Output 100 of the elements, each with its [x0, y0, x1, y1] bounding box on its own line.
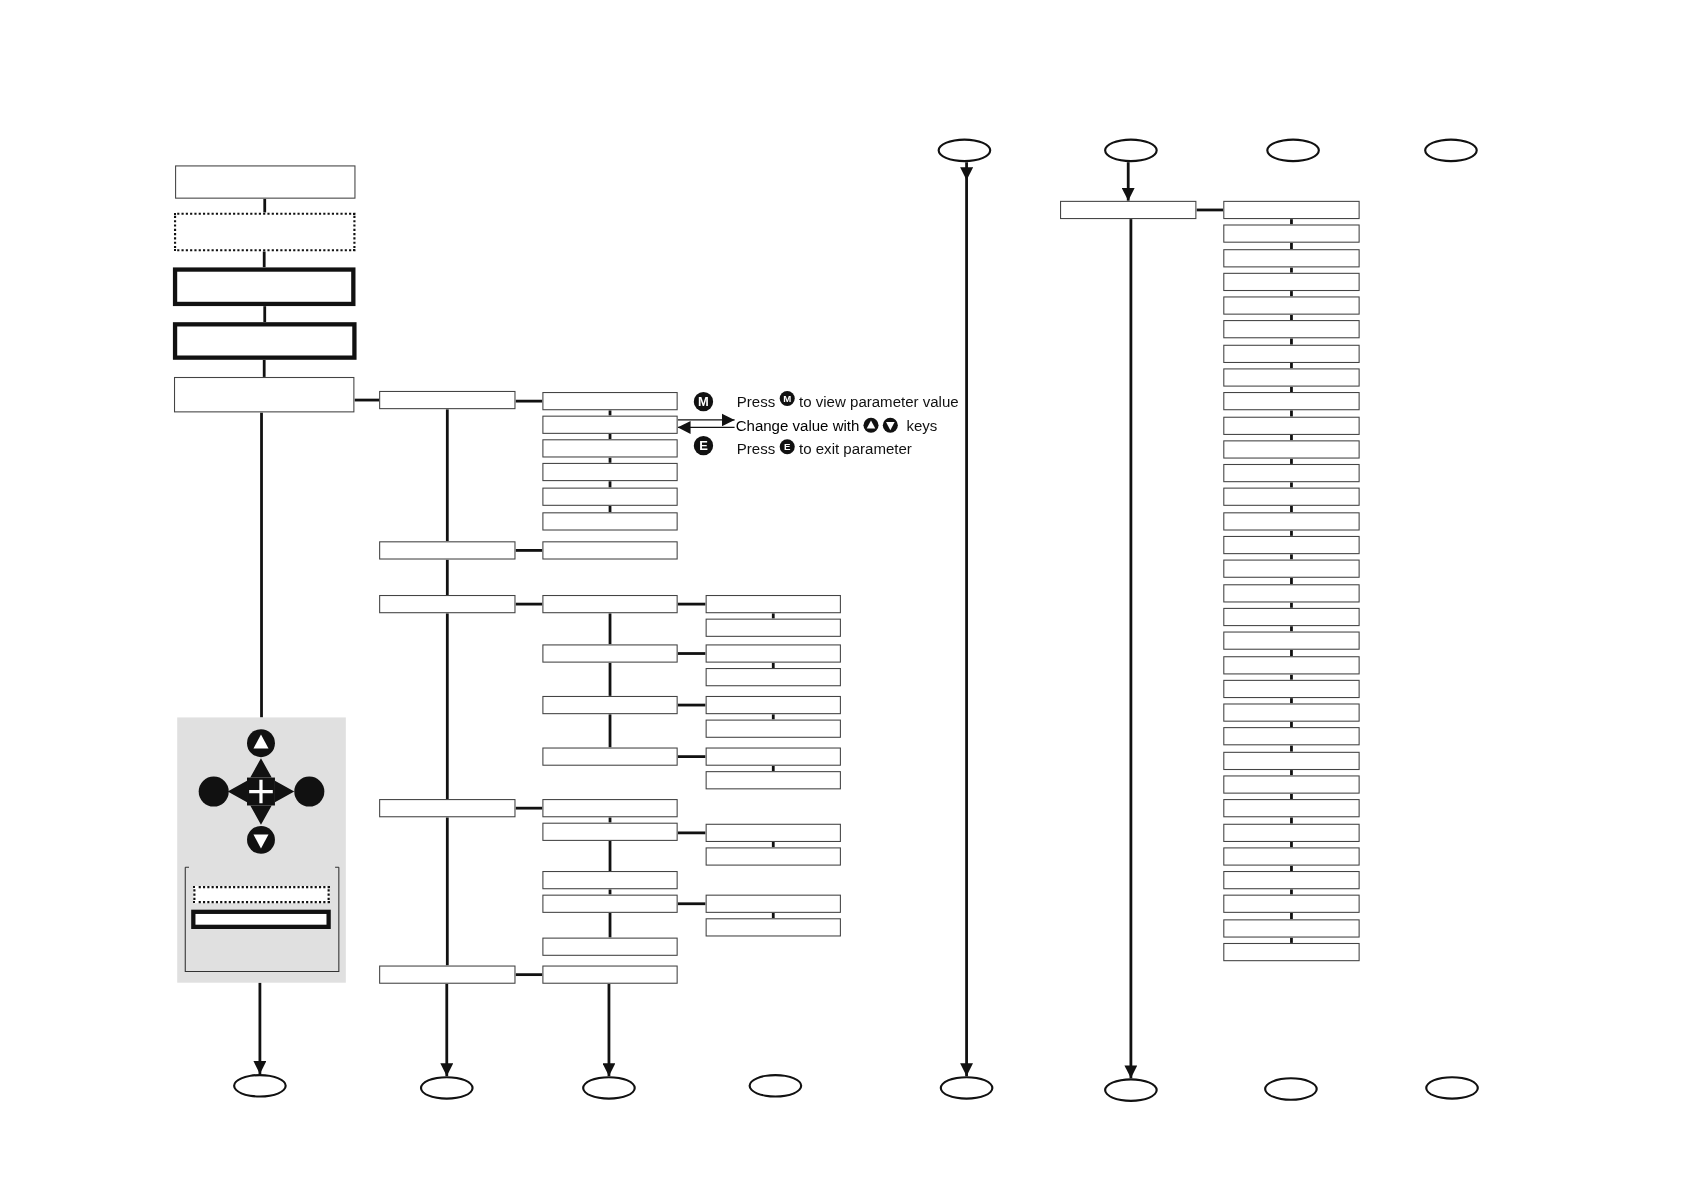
connector-line: [1290, 386, 1293, 392]
menu-box: [1223, 559, 1360, 578]
menu-box: [1223, 368, 1360, 387]
key-symbol: E: [693, 436, 714, 456]
menu-box: [542, 415, 678, 434]
connector-line: [263, 306, 267, 323]
menu-box: [1223, 200, 1360, 220]
menu-box: [705, 595, 841, 614]
connector-line: [677, 602, 706, 606]
menu-box: [193, 886, 330, 904]
menu-box: [1223, 584, 1360, 603]
connector-line: [602, 983, 616, 1077]
instruction-text: Change value with: [735, 416, 860, 434]
menu-box: [705, 618, 841, 637]
connector-line: [1121, 162, 1135, 201]
connector-oval: [1104, 1078, 1158, 1102]
connector-oval: [748, 1074, 803, 1098]
menu-box: [1223, 656, 1360, 675]
connector-line: [253, 982, 267, 1074]
menu-box: [542, 965, 678, 984]
menu-box: [542, 644, 678, 663]
connector-line: [771, 842, 775, 848]
menu-box: [705, 918, 841, 937]
menu-box: [705, 719, 841, 738]
key-symbol: M: [779, 390, 795, 406]
menu-box: [542, 462, 678, 482]
connector-oval: [1264, 1077, 1318, 1101]
menu-box: [1223, 894, 1360, 913]
menu-box: [1223, 344, 1360, 363]
connector-line: [608, 662, 612, 696]
menu-box: [1223, 775, 1360, 794]
connector-line: [1290, 649, 1293, 657]
instruction-text: Press: [736, 440, 776, 458]
menu-box: [705, 894, 841, 913]
key-symbol: E: [779, 439, 795, 455]
connector-line: [1196, 208, 1224, 212]
menu-box: [1223, 463, 1360, 483]
connector-line: [677, 755, 706, 758]
menu-box: [542, 799, 678, 818]
connector-line: [677, 831, 706, 835]
connector-line: [262, 251, 266, 268]
menu-box: [705, 695, 841, 715]
instruction-text: Press: [736, 393, 776, 411]
menu-box: [1223, 272, 1360, 292]
instruction-text: keys: [906, 416, 938, 434]
menu-box: [379, 799, 516, 818]
menu-box: [1223, 296, 1360, 315]
menu-box: [1223, 392, 1360, 411]
arrow: [677, 421, 736, 434]
menu-box: [542, 541, 678, 560]
connector-line: [445, 613, 449, 800]
connector-line: [445, 559, 449, 595]
menu-box: [542, 392, 678, 411]
connector-line: [515, 602, 543, 606]
menu-box: [379, 541, 516, 560]
connector-line: [1290, 912, 1293, 920]
menu-box: [175, 165, 356, 199]
connector-line: [677, 703, 706, 707]
instruction-text: to exit parameter: [799, 440, 912, 458]
connector-line: [445, 409, 449, 542]
connector-oval: [939, 1076, 994, 1100]
connector-line: [608, 613, 612, 645]
menu-box: [1223, 607, 1360, 627]
connector-line: [515, 399, 543, 403]
menu-box: [542, 937, 678, 956]
connector-line: [608, 714, 612, 748]
menu-box: [1223, 751, 1360, 771]
connector-line: [354, 398, 380, 402]
connector-line: [677, 652, 706, 655]
connector-line: [440, 983, 454, 1077]
connector-line: [1290, 242, 1293, 250]
menu-box: [1223, 249, 1360, 268]
connector-oval: [1425, 1076, 1479, 1100]
connector-oval: [1266, 138, 1320, 163]
keypad-panel: [177, 717, 346, 983]
menu-box: [172, 267, 356, 307]
menu-box: [1223, 919, 1360, 938]
menu-box: [172, 322, 357, 360]
connector-line: [771, 912, 775, 919]
menu-box: [542, 487, 678, 506]
menu-box: [542, 822, 678, 841]
menu-box: [1223, 224, 1360, 243]
menu-box: [542, 595, 678, 614]
connector-line: [260, 412, 263, 718]
menu-box: [1223, 679, 1360, 699]
menu-box: [705, 668, 841, 687]
connector-line: [677, 902, 706, 906]
menu-box: [1060, 200, 1197, 220]
connector-line: [1290, 505, 1293, 513]
menu-box: [379, 965, 516, 984]
connector-oval: [1424, 138, 1478, 163]
connector-line: [608, 912, 612, 938]
key-symbol: M: [693, 392, 714, 412]
connector-line: [1290, 721, 1293, 728]
menu-box: [379, 390, 516, 410]
menu-box: [1223, 440, 1360, 459]
connector-line: [515, 549, 543, 552]
connector-line: [608, 840, 612, 871]
connector-line: [1124, 219, 1138, 1079]
menu-box: [1223, 703, 1360, 722]
